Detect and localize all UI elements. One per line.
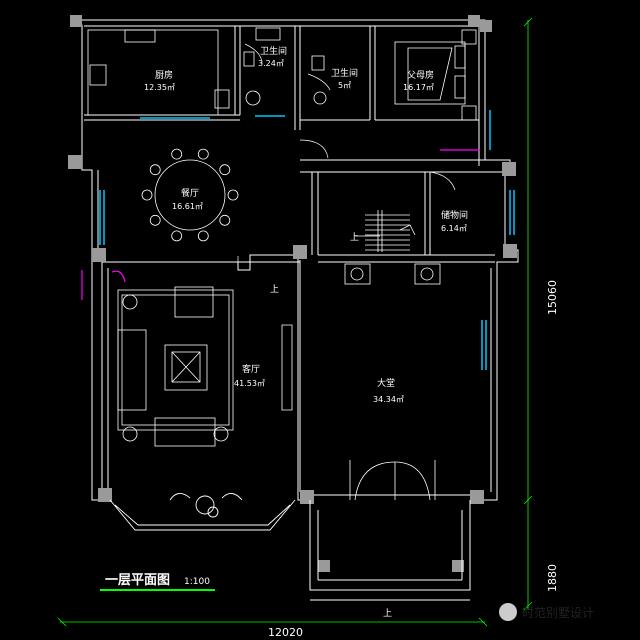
- dimension-lines: [57, 17, 533, 627]
- hall-features: [344, 263, 441, 501]
- kitchen-area: 12.35㎡: [144, 83, 175, 92]
- bath1-label: 卫生间: [260, 45, 287, 57]
- windows: [99, 110, 515, 370]
- dining-chair: [149, 214, 161, 226]
- porch-up-mark: 上: [383, 608, 392, 619]
- dining-table: [141, 148, 239, 242]
- hall-label: 大堂: [377, 377, 395, 389]
- height-dimension: 15060: [546, 280, 559, 315]
- hall-area: 34.34㎡: [373, 395, 404, 404]
- width-dimension: 12020: [268, 626, 303, 639]
- dining-label: 餐厅: [181, 187, 199, 199]
- staircase: [355, 210, 416, 252]
- bath2-label: 卫生间: [331, 67, 358, 79]
- living-up-mark: 上: [270, 284, 279, 295]
- bath1-area: 3.24㎡: [258, 59, 284, 68]
- bath2-area: 5㎡: [338, 81, 351, 90]
- dining-chair: [171, 148, 183, 160]
- dining-chair: [141, 189, 153, 201]
- dining-area: 16.61㎡: [172, 202, 203, 211]
- dining-chair: [197, 230, 209, 242]
- living-label: 客厅: [242, 363, 260, 375]
- dining-chair: [219, 164, 231, 176]
- porch-dimension: 1880: [546, 564, 559, 592]
- storage-label: 储物间: [441, 209, 468, 221]
- kitchen-label: 厨房: [155, 69, 173, 81]
- plan-title: 一层平面图: [105, 573, 170, 588]
- watermark: 时范别墅设计: [499, 603, 594, 621]
- dining-chair: [149, 164, 161, 176]
- kitchen-fixtures: [87, 29, 230, 116]
- dining-chair: [197, 148, 209, 160]
- bay-window: [109, 493, 296, 531]
- parents-label: 父母房: [407, 69, 434, 81]
- doors: [237, 43, 456, 268]
- living-furniture: [117, 286, 293, 447]
- dining-chair: [219, 214, 231, 226]
- living-area: 41.53㎡: [234, 379, 265, 388]
- bath-fixtures: [243, 27, 327, 106]
- stair-up-mark: 上: [350, 232, 359, 243]
- porch: [309, 500, 471, 601]
- plan-scale: 1:100: [184, 577, 210, 587]
- dining-chair: [171, 230, 183, 242]
- parents-area: 16.17㎡: [403, 83, 434, 92]
- outer-walls: [76, 19, 519, 501]
- bed: [394, 29, 477, 121]
- accent-marks: [81, 149, 480, 300]
- storage-area: 6.14㎡: [441, 224, 467, 233]
- watermark-text: 时范别墅设计: [522, 606, 594, 620]
- dining-chair: [227, 189, 239, 201]
- columns: [68, 15, 517, 572]
